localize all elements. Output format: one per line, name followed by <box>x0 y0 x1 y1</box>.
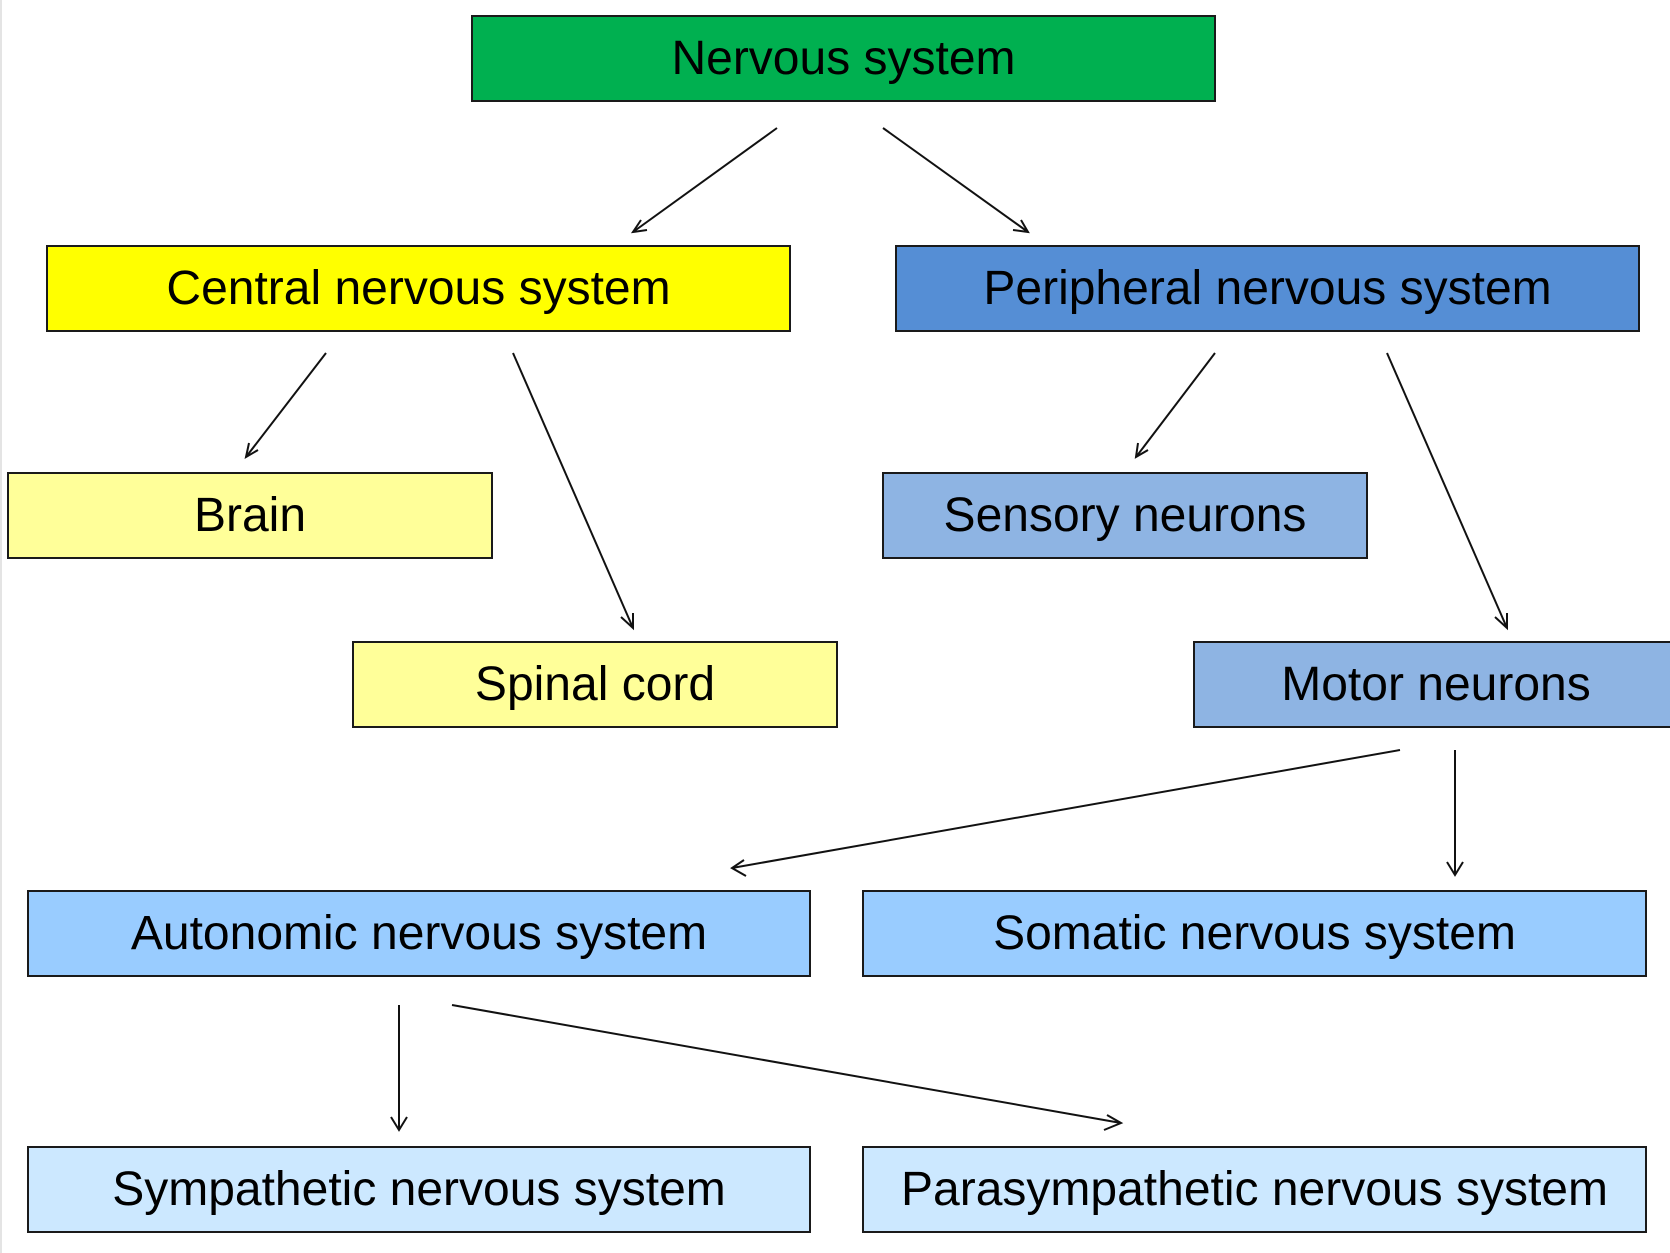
node-sympathetic-nervous-system: Sympathetic nervous system <box>27 1146 811 1233</box>
arrow-motor-to-autonomic <box>730 749 1401 877</box>
node-label: Nervous system <box>671 31 1016 85</box>
node-autonomic-nervous-system: Autonomic nervous system <box>27 890 811 977</box>
arrow-nervous-to-central <box>630 127 778 234</box>
arrow-central-to-spinal-cord <box>512 352 634 631</box>
node-sensory-neurons: Sensory neurons <box>882 472 1368 559</box>
node-nervous-system: Nervous system <box>471 15 1216 102</box>
node-label: Brain <box>193 488 307 542</box>
arrow-peripheral-to-motor <box>1386 352 1508 631</box>
node-label: Somatic nervous system <box>993 906 1516 960</box>
node-label: Sensory neurons <box>943 488 1307 542</box>
node-motor-neurons: Motor neurons <box>1193 641 1670 728</box>
left-edge-divider <box>0 0 2 1253</box>
arrow-peripheral-to-sensory <box>1134 352 1216 459</box>
node-parasympathetic-nervous-system: Parasympathetic nervous system <box>862 1146 1647 1233</box>
node-label: Central nervous system <box>166 261 671 315</box>
arrow-motor-to-somatic <box>1446 750 1464 877</box>
node-label: Motor neurons <box>1281 657 1591 711</box>
node-label: Spinal cord <box>474 657 716 711</box>
node-brain: Brain <box>7 472 493 559</box>
arrow-autonomic-to-parasympathetic <box>451 1004 1124 1131</box>
node-central-nervous-system: Central nervous system <box>46 245 791 332</box>
node-spinal-cord: Spinal cord <box>352 641 838 728</box>
arrow-autonomic-to-sympathetic <box>390 1005 408 1132</box>
arrow-nervous-to-peripheral <box>882 127 1030 234</box>
node-label: Peripheral nervous system <box>983 261 1552 315</box>
node-label: Autonomic nervous system <box>130 906 708 960</box>
node-label: Sympathetic nervous system <box>112 1162 726 1216</box>
node-peripheral-nervous-system: Peripheral nervous system <box>895 245 1640 332</box>
arrow-central-to-brain <box>244 352 327 460</box>
node-label: Parasympathetic nervous system <box>901 1162 1608 1216</box>
node-somatic-nervous-system: Somatic nervous system <box>862 890 1647 977</box>
